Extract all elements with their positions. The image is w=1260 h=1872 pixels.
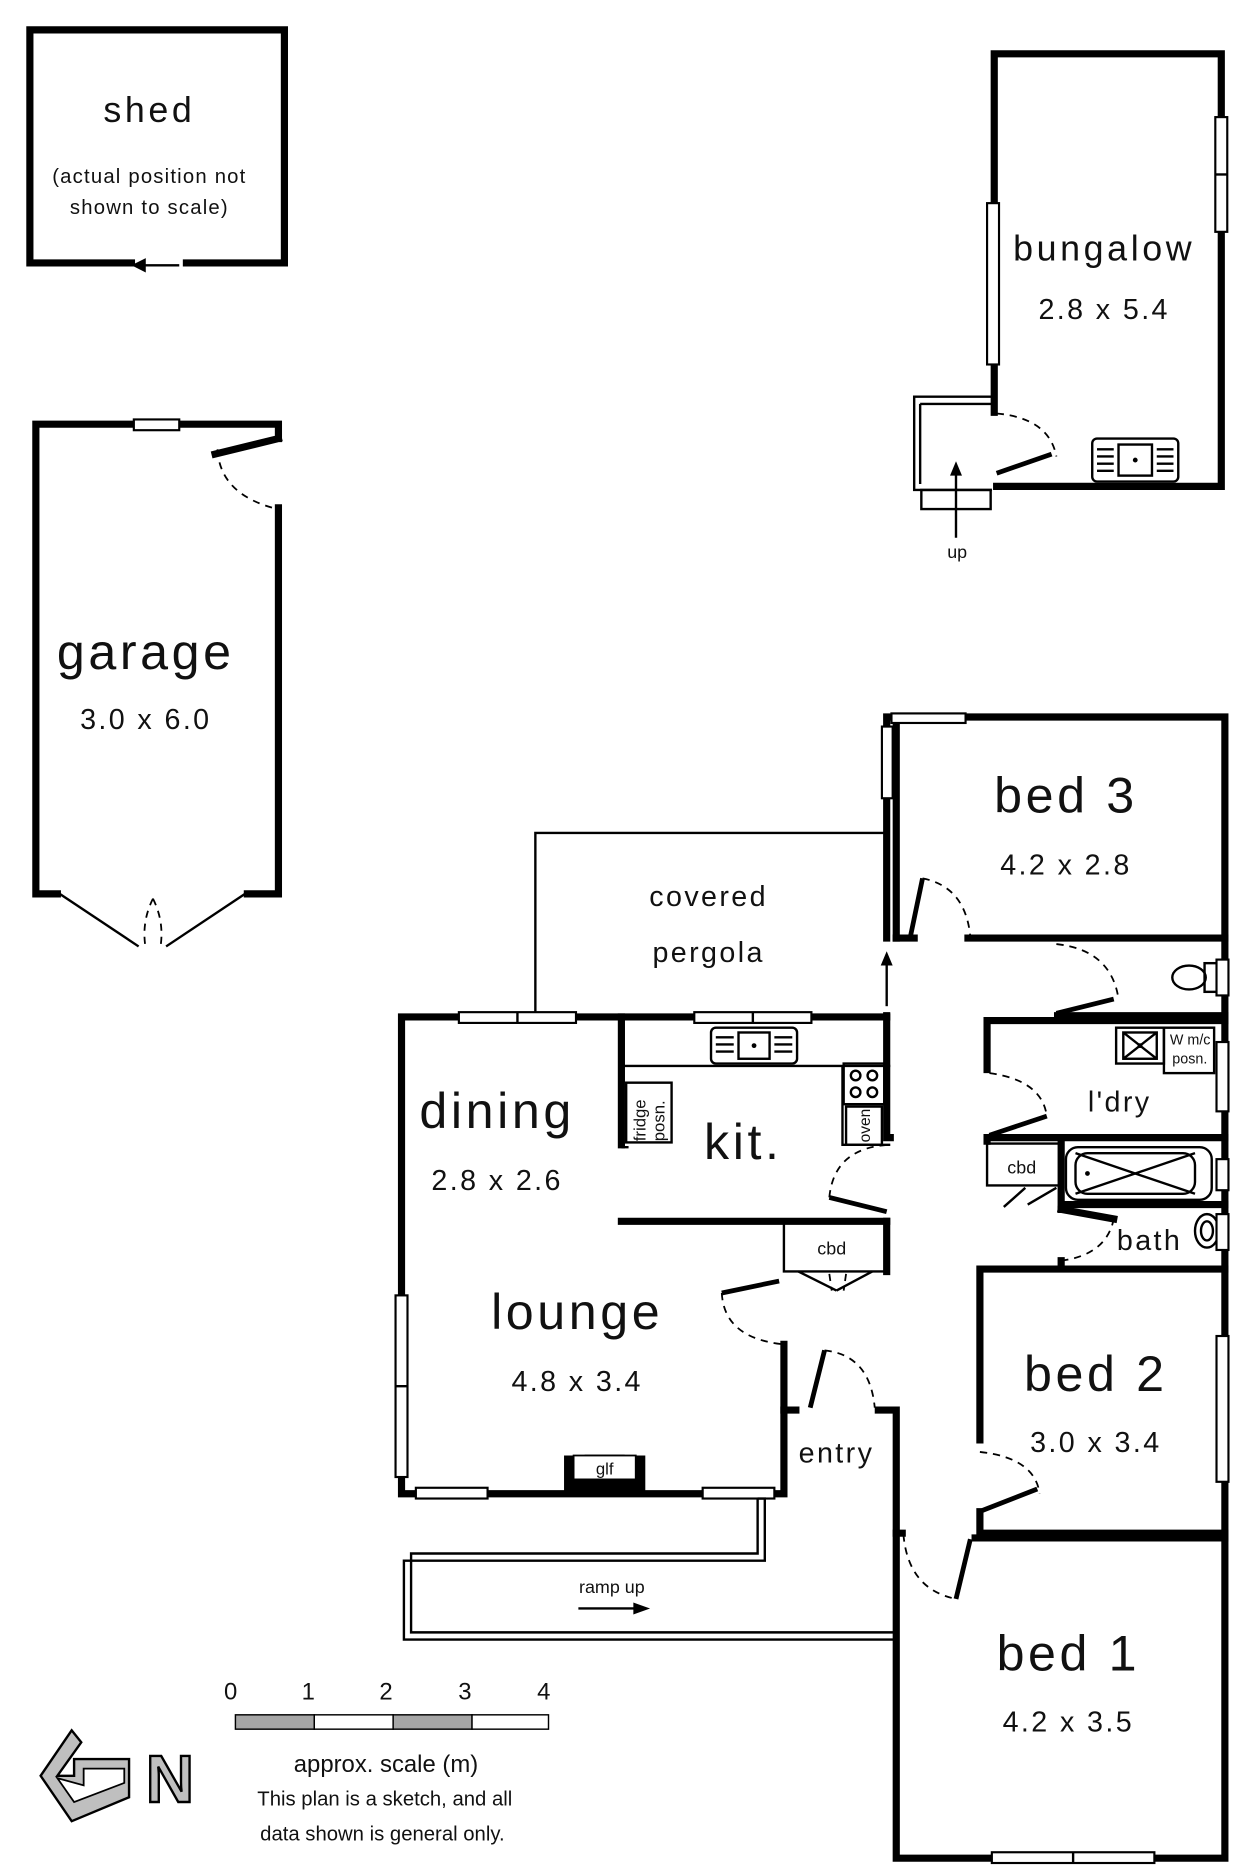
bungalow-label: bungalow bbox=[1013, 229, 1195, 269]
kitchen-label: kit. bbox=[704, 1114, 782, 1170]
hall-cbd-label: cbd bbox=[817, 1239, 846, 1259]
laundry-label: l'dry bbox=[1088, 1086, 1152, 1118]
house: W m/c posn. l'dry cbd bath bbox=[394, 712, 1230, 1865]
bed3-label: bed 3 bbox=[994, 768, 1138, 824]
disclaimer-line1: This plan is a sketch, and all bbox=[257, 1789, 512, 1811]
scale-tick-1: 1 bbox=[302, 1678, 315, 1705]
garage: garage 3.0 x 6.0 bbox=[32, 418, 283, 949]
bath-label: bath bbox=[1117, 1225, 1182, 1257]
north-arrow-icon: N bbox=[39, 1728, 195, 1823]
garage-dims: 3.0 x 6.0 bbox=[80, 704, 211, 736]
scale-tick-3: 3 bbox=[458, 1678, 471, 1705]
washing-machine-label-line2: posn. bbox=[1172, 1052, 1207, 1068]
fridge-label-line2: posn. bbox=[649, 1100, 668, 1141]
lounge-dims: 4.8 x 3.4 bbox=[511, 1366, 642, 1398]
scale-label: approx. scale (m) bbox=[294, 1751, 478, 1778]
oven-label: oven bbox=[857, 1109, 874, 1143]
bed3-dims: 4.2 x 2.8 bbox=[1000, 850, 1131, 882]
disclaimer-line2: data shown is general only. bbox=[260, 1823, 504, 1845]
garage-label: garage bbox=[57, 624, 235, 680]
shed: shed (actual position not shown to scale… bbox=[26, 26, 288, 273]
scale-bar: 0 1 2 3 4 approx. scale (m) This plan is… bbox=[224, 1678, 550, 1845]
scale-tick-4: 4 bbox=[537, 1678, 550, 1705]
bed2-dims: 3.0 x 3.4 bbox=[1030, 1427, 1161, 1459]
bungalow: up bungalow 2.8 x 5.4 bbox=[912, 50, 1229, 562]
pergola-label-line2: pergola bbox=[652, 937, 764, 969]
bungalow-up-label: up bbox=[947, 542, 967, 562]
dining-label: dining bbox=[419, 1083, 574, 1139]
shed-label: shed bbox=[103, 90, 195, 130]
shed-note-line1: (actual position not bbox=[52, 166, 246, 188]
fridge-label-line1: fridge bbox=[630, 1099, 649, 1141]
north-letter: N bbox=[146, 1742, 194, 1817]
dining-dims: 2.8 x 2.6 bbox=[431, 1165, 562, 1197]
lounge-label: lounge bbox=[491, 1284, 663, 1340]
ramp-label: ramp up bbox=[579, 1577, 645, 1597]
pergola-label-line1: covered bbox=[649, 881, 768, 913]
bed1-dims: 4.2 x 3.5 bbox=[1003, 1707, 1134, 1739]
fireplace-label: glf bbox=[596, 1460, 614, 1479]
scale-tick-2: 2 bbox=[379, 1678, 392, 1705]
entry-label: entry bbox=[799, 1438, 875, 1470]
washing-machine-label-line1: W m/c bbox=[1170, 1032, 1211, 1048]
scale-tick-0: 0 bbox=[224, 1678, 237, 1705]
bed2-label: bed 2 bbox=[1024, 1346, 1168, 1402]
shed-note-line2: shown to scale) bbox=[70, 197, 229, 219]
bungalow-dims: 2.8 x 5.4 bbox=[1038, 294, 1169, 326]
bath-cbd-label: cbd bbox=[1007, 1157, 1036, 1177]
bed1-label: bed 1 bbox=[997, 1626, 1141, 1682]
